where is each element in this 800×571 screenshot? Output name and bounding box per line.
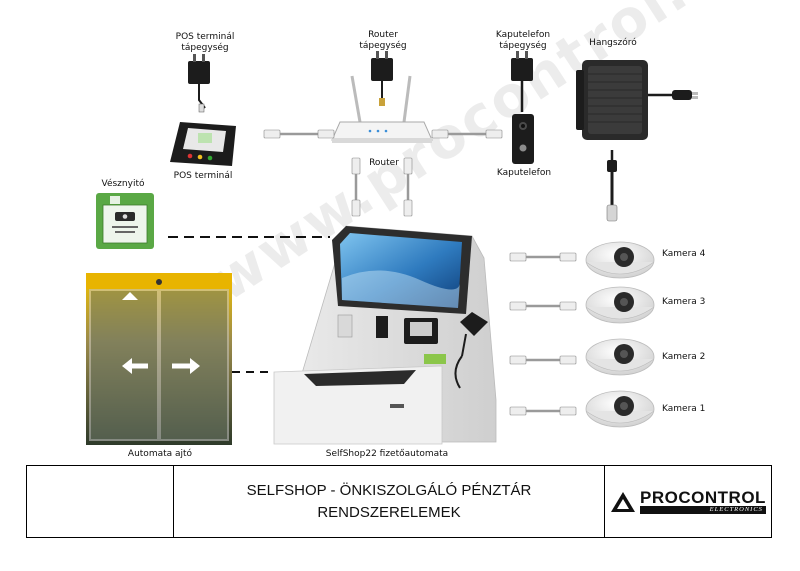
title-line-1: SELFSHOP - ÖNKISZOLGÁLÓ PÉNZTÁR (246, 481, 532, 499)
camera-4 (509, 241, 655, 279)
label-router-power: Router tápegység (359, 30, 407, 51)
router-icon (331, 75, 433, 143)
label-camera2: Kamera 2 (662, 352, 706, 362)
label-kiosk: SelfShop22 fizetőautomata (325, 449, 449, 459)
camera-2 (509, 338, 655, 376)
logo-text: PROCONTROL (640, 488, 766, 507)
logo-triangle-icon (611, 491, 636, 512)
emergency-button-icon (96, 193, 154, 249)
pos-power-adapter (188, 54, 210, 113)
router-power-adapter (371, 51, 393, 106)
kiosk-icon (273, 225, 497, 445)
cable-router-kiosk (351, 157, 413, 217)
pos-terminal-icon (170, 122, 236, 166)
title-block-empty-cell (27, 466, 174, 537)
label-door-phone: Kaputelefon (496, 168, 552, 178)
label-camera3: Kamera 3 (662, 297, 706, 307)
label-speaker: Hangszóró (589, 38, 637, 48)
cable-router-doorphone (431, 129, 503, 139)
label-pos-terminal: POS terminál (173, 171, 233, 181)
logo-subtext: ELECTRONICS (640, 506, 766, 514)
automatic-door-icon (86, 273, 232, 445)
title-block-logo-cell: PROCONTROL ELECTRONICS (605, 466, 771, 537)
procontrol-logo: PROCONTROL ELECTRONICS (610, 489, 766, 514)
label-emergency: Vésznyitó (101, 179, 145, 189)
speaker-cable (606, 150, 618, 222)
title-block: SELFSHOP - ÖNKISZOLGÁLÓ PÉNZTÁR RENDSZER… (26, 465, 772, 538)
cable-pos-router (263, 129, 335, 139)
title-block-title-cell: SELFSHOP - ÖNKISZOLGÁLÓ PÉNZTÁR RENDSZER… (174, 466, 605, 537)
diagram-canvas (86, 51, 698, 445)
label-router: Router (369, 158, 399, 168)
label-automatic-door: Automata ajtó (127, 449, 193, 459)
door-phone-icon (512, 114, 534, 164)
label-camera1: Kamera 1 (662, 404, 706, 414)
title-line-2: RENDSZERELEMEK (317, 503, 461, 521)
door-phone-power-adapter (511, 51, 533, 112)
speaker-icon (576, 60, 698, 140)
camera-3 (509, 286, 655, 324)
label-door-phone-power: Kaputelefon tápegység (495, 30, 551, 51)
camera-1 (509, 390, 655, 428)
label-pos-power: POS terminál tápegység (175, 32, 235, 53)
label-camera4: Kamera 4 (662, 249, 706, 259)
